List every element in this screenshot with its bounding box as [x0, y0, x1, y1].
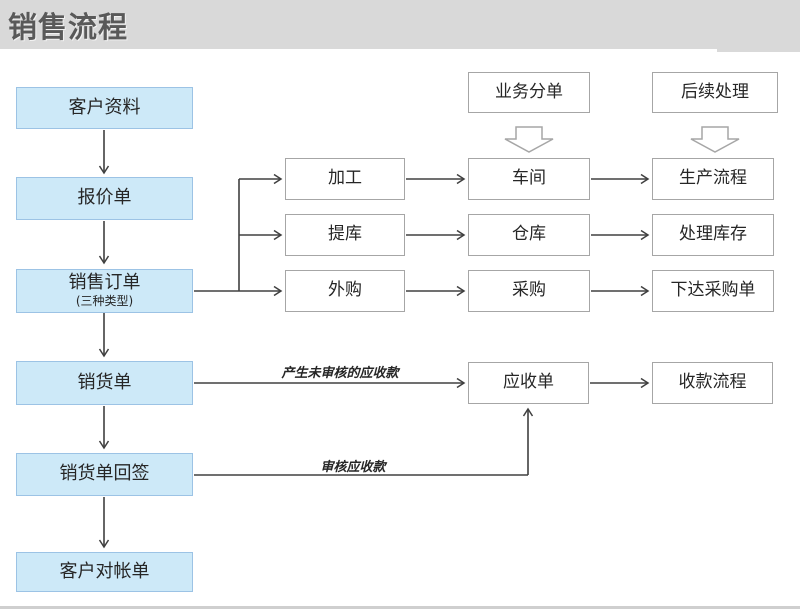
node-label: 销货单 — [77, 371, 132, 393]
node-workshop: 车间 — [468, 158, 590, 200]
page-title: 销售流程 — [8, 10, 129, 44]
node-issue-purchase-order: 下达采购单 — [652, 270, 774, 312]
node-processing: 加工 — [285, 158, 405, 200]
node-handle-inventory: 处理库存 — [652, 214, 774, 256]
node-label: 应收单 — [503, 372, 554, 393]
node-label: 销货单回签 — [59, 463, 150, 485]
node-warehouse: 仓库 — [468, 214, 590, 256]
node-label: 下达采购单 — [670, 280, 756, 301]
node-label: 收款流程 — [678, 372, 747, 393]
sales-flow-diagram: 客户资料 报价单 销售订单 (三种类型) 销货单 销货单回签 客户对帐单 加工 … — [0, 49, 800, 606]
node-pick-from-stock: 提库 — [285, 214, 405, 256]
node-customer-statement: 客户对帐单 — [16, 552, 193, 592]
node-label: 后续处理 — [681, 81, 749, 102]
node-label: 车间 — [512, 168, 546, 189]
node-purchasing: 采购 — [468, 270, 590, 312]
title-bar — [0, 0, 800, 49]
node-receivable: 应收单 — [468, 362, 589, 404]
node-label: 生产流程 — [679, 168, 747, 189]
receivable-arrows — [194, 377, 650, 476]
node-delivery-receipt: 销货单回签 — [16, 453, 193, 496]
type-to-department-arrows — [406, 173, 466, 297]
node-label: 采购 — [512, 280, 546, 301]
node-label: 客户资料 — [68, 96, 141, 118]
bottom-border — [0, 606, 800, 609]
order-type-branch — [194, 173, 283, 297]
node-delivery-note: 销货单 — [16, 361, 193, 405]
node-label: 业务分单 — [495, 81, 563, 102]
down-block-arrow-business-split — [504, 126, 554, 153]
node-outsourcing: 外购 — [285, 270, 405, 312]
connector-layer — [98, 126, 740, 549]
node-sublabel: (三种类型) — [75, 293, 134, 308]
edge-label-generate-receivable: 产生未审核的应收款 — [281, 366, 399, 381]
node-label: 外购 — [328, 280, 362, 301]
node-label: 客户对帐单 — [59, 560, 150, 582]
node-label: 销售订单 — [68, 272, 141, 294]
title-bar-notch — [717, 49, 800, 52]
node-label: 处理库存 — [679, 224, 747, 245]
node-production-flow: 生产流程 — [652, 158, 774, 200]
node-customer-info: 客户资料 — [16, 87, 193, 129]
node-label: 报价单 — [77, 187, 132, 209]
edge-label-audit-receivable: 审核应收款 — [320, 460, 386, 475]
department-to-result-arrows — [591, 173, 650, 297]
down-block-arrow-followup — [690, 126, 740, 153]
node-followup-header: 后续处理 — [652, 72, 778, 113]
node-label: 加工 — [328, 168, 362, 189]
node-collection-flow: 收款流程 — [652, 362, 773, 404]
node-sales-order: 销售订单 (三种类型) — [16, 269, 193, 313]
node-label: 提库 — [328, 224, 362, 245]
node-business-split-header: 业务分单 — [468, 72, 590, 113]
node-quotation: 报价单 — [16, 177, 193, 220]
node-label: 仓库 — [512, 224, 546, 245]
